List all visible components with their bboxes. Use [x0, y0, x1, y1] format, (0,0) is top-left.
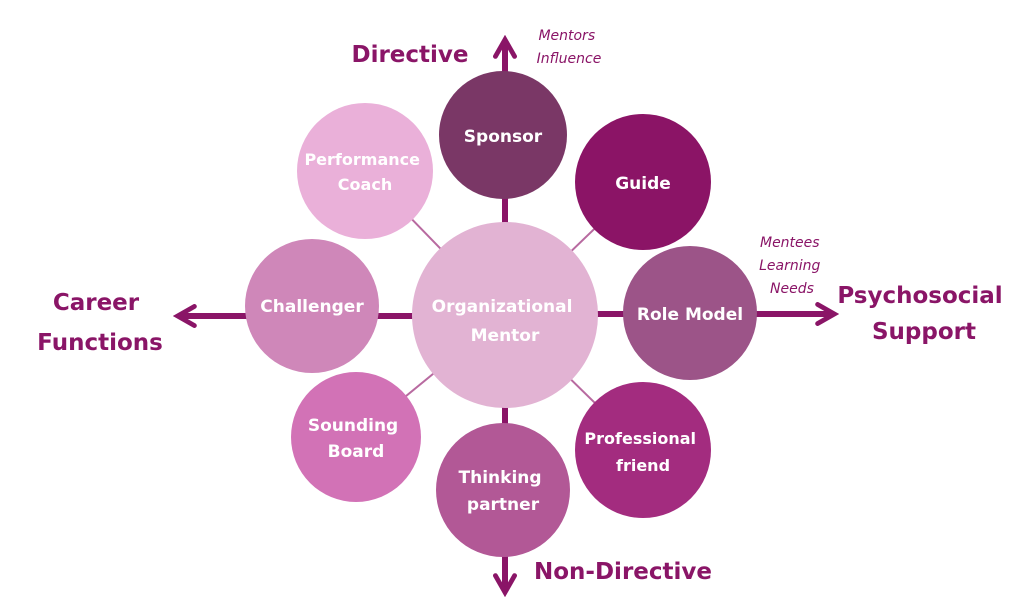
label-challenger: Challenger: [260, 297, 364, 317]
label-role-model: Role Model: [637, 305, 743, 325]
axis-label-non-directive: Non-Directive: [534, 559, 712, 585]
label-guide: Guide: [615, 174, 671, 194]
circle-sounding-board: [291, 372, 421, 502]
circle-sponsor: [439, 71, 567, 199]
circle-guide: [575, 114, 711, 250]
circle-role-model: [623, 246, 757, 380]
role-labels: Performance Coach Sponsor Guide Challeng…: [260, 127, 743, 515]
note-mentors-influence: Mentors Influence: [537, 28, 602, 67]
circle-performance-coach: [297, 103, 433, 239]
label-professional-friend: Professional friend: [584, 429, 701, 475]
circle-center: [412, 222, 598, 408]
label-thinking-partner: Thinking partner: [459, 468, 548, 515]
label-center: Organizational Mentor: [432, 297, 579, 346]
note-mentees-learning-needs: Mentees Learning Needs: [759, 235, 825, 297]
axis-label-career-functions: Career Functions: [37, 290, 163, 356]
circle-challenger: [245, 239, 379, 373]
label-sounding-board: Sounding Board: [308, 416, 404, 462]
label-performance-coach: Performance Coach: [304, 150, 425, 194]
label-sponsor: Sponsor: [464, 127, 543, 147]
circle-professional-friend: [575, 382, 711, 518]
axis-labels: Directive Mentors Influence Non-Directiv…: [37, 28, 1010, 585]
circle-thinking-partner: [436, 423, 570, 557]
axis-label-psychosocial-support: Psychosocial Support: [837, 283, 1010, 345]
role-circles: [245, 71, 757, 557]
axis-label-directive: Directive: [351, 42, 468, 68]
